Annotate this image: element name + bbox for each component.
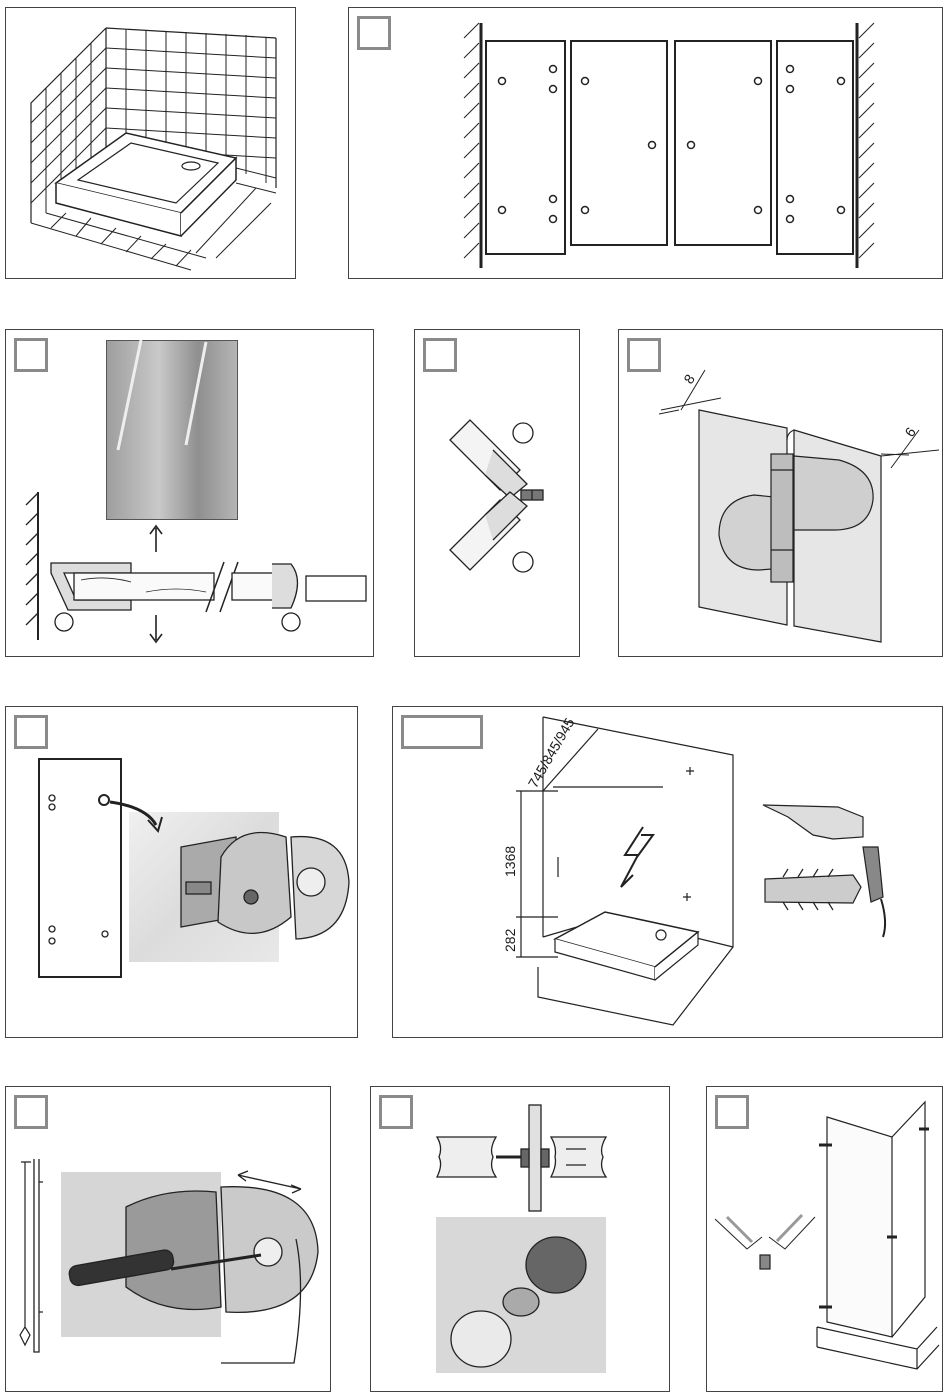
panel-clamp-position: [5, 706, 358, 1038]
height-label: 1368: [502, 846, 518, 877]
width-options-label: 745/845/945: [525, 715, 578, 791]
panel-drilling: 745/845/945 1368 282: [392, 706, 943, 1038]
enclosure-icon: [707, 1087, 943, 1392]
clamp-layout-icon: [6, 707, 358, 1038]
panel-glass-layout: [348, 7, 943, 279]
screwdriver-icon: [6, 1087, 331, 1392]
shower-tray-icon: [6, 8, 296, 279]
panel-adjust-clamp: [5, 1086, 331, 1392]
gap-top-label: 8: [680, 371, 698, 387]
drill-icon: 745/845/945 1368 282: [393, 707, 943, 1038]
panel-hinge: 8 6: [618, 329, 943, 657]
panel-corner-joint: [414, 329, 580, 657]
corner-joint-icon: [415, 330, 580, 657]
gap-right-label: 6: [901, 424, 919, 440]
panel-knob: [370, 1086, 670, 1392]
panel-finished-enclosure: [706, 1086, 943, 1392]
panel-layout-icon: [349, 8, 943, 279]
hinge-icon: 8 6: [619, 330, 943, 657]
offset-label: 282: [502, 928, 518, 952]
panel-glass-seal: [5, 329, 374, 657]
glass-clamp-icon: [6, 330, 374, 657]
knob-icon: [371, 1087, 670, 1392]
panel-shower-tray: [5, 7, 296, 279]
